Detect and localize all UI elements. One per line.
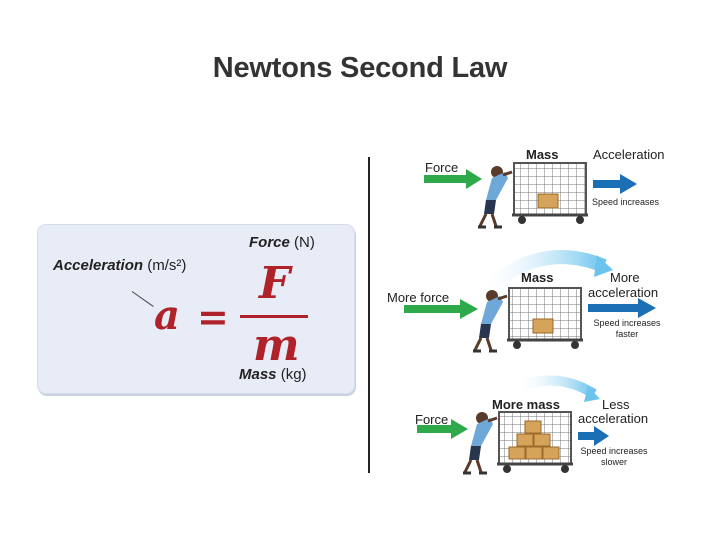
panel-1-scene <box>424 162 637 229</box>
acceleration-arrow-icon <box>588 298 656 318</box>
panel-3-speed-note-2: slower <box>600 457 627 467</box>
force-arrow-icon <box>404 299 478 319</box>
panel-1-acceleration-label: Acceleration <box>593 147 665 162</box>
acceleration-label: Acceleration (m/s²) <box>53 257 187 274</box>
panel-2-speed-note-1: Speed increases <box>593 318 661 328</box>
cart-icon <box>512 162 588 224</box>
page-title: Newtons Second Law <box>212 52 508 84</box>
panel-1-force-label: Force <box>425 160 459 175</box>
panel-2-accel-label-1: More <box>610 270 640 285</box>
vertical-divider <box>368 157 370 473</box>
symbol-F: F <box>259 258 291 309</box>
panel-3-scene <box>417 375 609 475</box>
panel-3-mass-label: More mass <box>492 397 560 412</box>
force-arrow-icon <box>424 169 482 189</box>
force-label: Force (N) <box>249 234 315 251</box>
panel-3-accel-label-2: acceleration <box>578 411 649 426</box>
acceleration-arrow-icon <box>578 426 609 446</box>
person-icon <box>463 412 498 475</box>
symbol-a: a <box>154 292 180 339</box>
force-arrow-icon <box>417 419 468 439</box>
symbol-m: m <box>253 320 300 371</box>
fraction-bar <box>240 315 308 318</box>
mass-label: Mass (kg) <box>239 366 307 383</box>
panel-3-speed-note-1: Speed increases <box>580 446 648 456</box>
panel-1-speed-note: Speed increases <box>592 197 660 207</box>
panel-2-mass-label: Mass <box>521 270 554 285</box>
panel-2-accel-label-2: acceleration <box>588 285 659 300</box>
panel-2-scene <box>404 250 656 353</box>
formula-box: Acceleration (m/s²) Force (N) Mass (kg) … <box>37 224 355 394</box>
acceleration-arrow-icon <box>593 174 637 194</box>
curved-arrow-icon <box>518 375 597 399</box>
cart-icon <box>497 411 573 473</box>
panel-3-accel-label-1: Less <box>602 397 630 412</box>
person-icon <box>473 290 508 353</box>
person-icon <box>478 166 513 229</box>
cart-icon <box>507 287 583 349</box>
panel-2-speed-note-2: faster <box>615 329 639 339</box>
curved-arrow-icon <box>481 250 607 296</box>
panel-1-mass-label: Mass <box>526 147 559 162</box>
equals-sign: = <box>197 294 229 339</box>
panel-2-force-label: More force <box>387 290 450 305</box>
panel-3-force-label: Force <box>415 412 449 427</box>
